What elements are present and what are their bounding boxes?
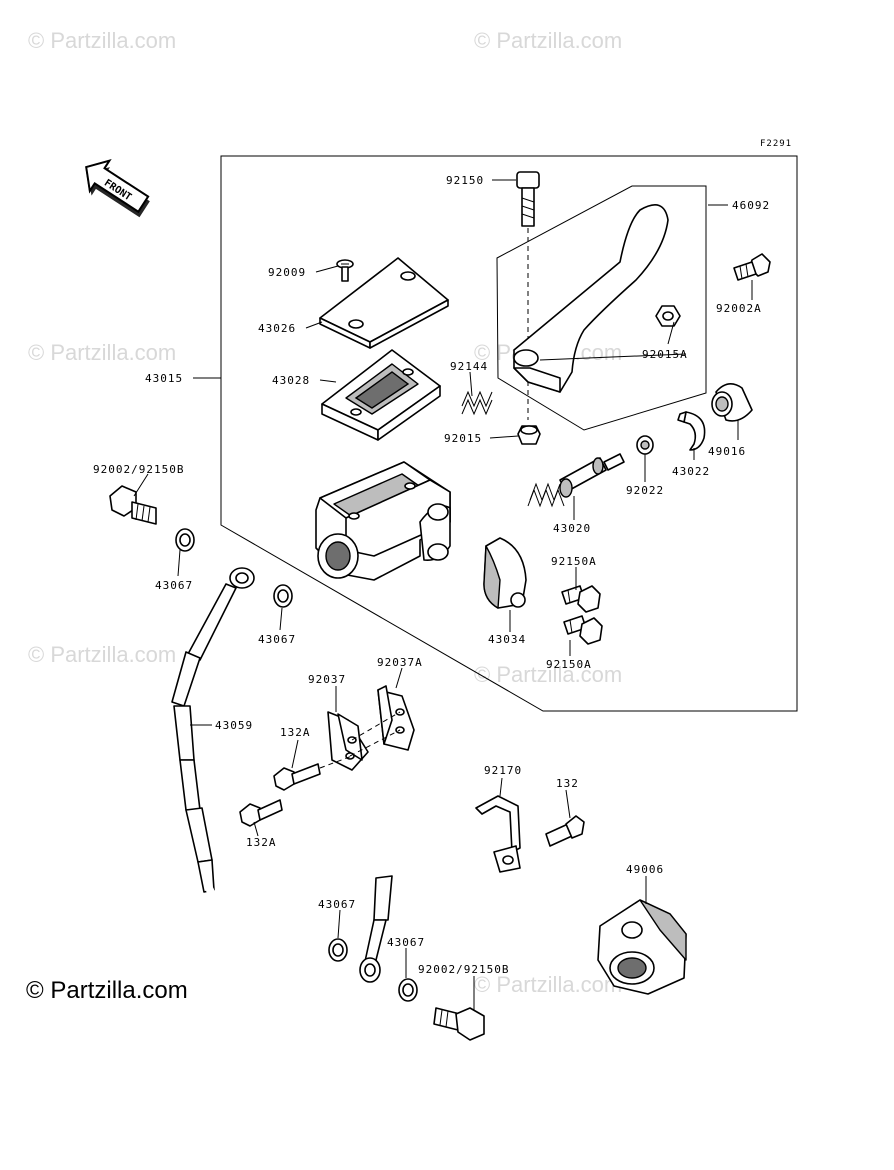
screw-92009: [336, 259, 354, 282]
washer-43067-a: [175, 528, 195, 552]
bolt-132: [545, 815, 585, 847]
label-43067-b: 43067: [258, 633, 296, 646]
label-92150: 92150: [446, 174, 484, 187]
assembly-outline: [220, 155, 798, 712]
bolt-92002-92150B-bottom: [433, 1007, 485, 1041]
piston-43020: [527, 453, 625, 508]
leader-lines: [133, 179, 753, 1010]
label-92015: 92015: [444, 432, 482, 445]
label-43067-a: 43067: [155, 579, 193, 592]
watermark-logo: © Partzilla.com: [26, 977, 188, 1004]
label-92015A: 92015A: [642, 348, 688, 361]
label-92002-92150B-top: 92002/92150B: [93, 463, 184, 476]
label-43020: 43020: [553, 522, 591, 535]
label-49006: 49006: [626, 863, 664, 876]
washer-43067-b: [273, 584, 293, 608]
pivot-bolt-92150: [516, 171, 540, 420]
bolt-132A-upper: [273, 755, 353, 791]
label-92002A: 92002A: [716, 302, 762, 315]
label-43028: 43028: [272, 374, 310, 387]
label-92002-92150B-bottom: 92002/92150B: [418, 963, 509, 976]
screw-92002A: [733, 253, 771, 281]
label-132A-upper: 132A: [280, 726, 311, 739]
part-labels: 92150 46092 92009 92002A 43026 92015A 92…: [93, 174, 770, 976]
label-43059: 43059: [215, 719, 253, 732]
label-132A-lower: 132A: [246, 836, 277, 849]
front-arrow-icon: FRONT: [85, 159, 150, 218]
watermark-text: © Partzilla.com: [28, 340, 176, 365]
label-92144: 92144: [450, 360, 488, 373]
bolt-92150A-upper: [561, 585, 601, 613]
label-43034: 43034: [488, 633, 526, 646]
label-43026: 43026: [258, 322, 296, 335]
label-92170: 92170: [484, 764, 522, 777]
label-43067-d: 43067: [387, 936, 425, 949]
nut-92015A: [655, 305, 681, 327]
label-92150A-upper: 92150A: [551, 555, 597, 568]
bolt-132A-lower: [239, 799, 283, 827]
nut-92015: [517, 425, 541, 445]
brake-hose-43059: [171, 567, 393, 983]
watermark-text: © Partzilla.com: [28, 28, 176, 53]
label-43022: 43022: [672, 465, 710, 478]
diaphragm-43028: [321, 349, 441, 441]
figure-code: F2291: [760, 139, 792, 149]
watermark-text: © Partzilla.com: [474, 28, 622, 53]
reservoir-cap-43026: [319, 257, 449, 349]
boot-49016: [711, 383, 753, 422]
label-49016: 49016: [708, 445, 746, 458]
label-92037: 92037: [308, 673, 346, 686]
holder-49006: [597, 899, 687, 995]
brake-lever-46092: [513, 204, 669, 393]
watermark-text: © Partzilla.com: [474, 662, 622, 687]
master-cylinder-body: [315, 461, 451, 581]
bolt-92150A-lower: [563, 615, 603, 645]
label-92022: 92022: [626, 484, 664, 497]
lever-outline: [496, 185, 707, 431]
label-43067-c: 43067: [318, 898, 356, 911]
label-132: 132: [556, 777, 579, 790]
washer-92022: [636, 435, 654, 455]
clamp-43034: [483, 537, 527, 609]
label-92009: 92009: [268, 266, 306, 279]
watermark-text: © Partzilla.com: [28, 642, 176, 667]
watermark-text: © Partzilla.com: [474, 972, 622, 997]
circlip-43022: [677, 411, 706, 451]
spring-92144: [461, 390, 493, 416]
bolt-92002-92150B-top: [109, 485, 157, 525]
washer-43067-d: [398, 978, 418, 1002]
clip-92170: [475, 795, 521, 873]
label-92150A-lower: 92150A: [546, 658, 592, 671]
label-43015: 43015: [145, 372, 183, 385]
label-46092: 46092: [732, 199, 770, 212]
washer-43067-c: [328, 938, 348, 962]
label-92037A: 92037A: [377, 656, 423, 669]
bracket-92037A: [349, 685, 415, 757]
bracket-92037: [327, 711, 369, 771]
